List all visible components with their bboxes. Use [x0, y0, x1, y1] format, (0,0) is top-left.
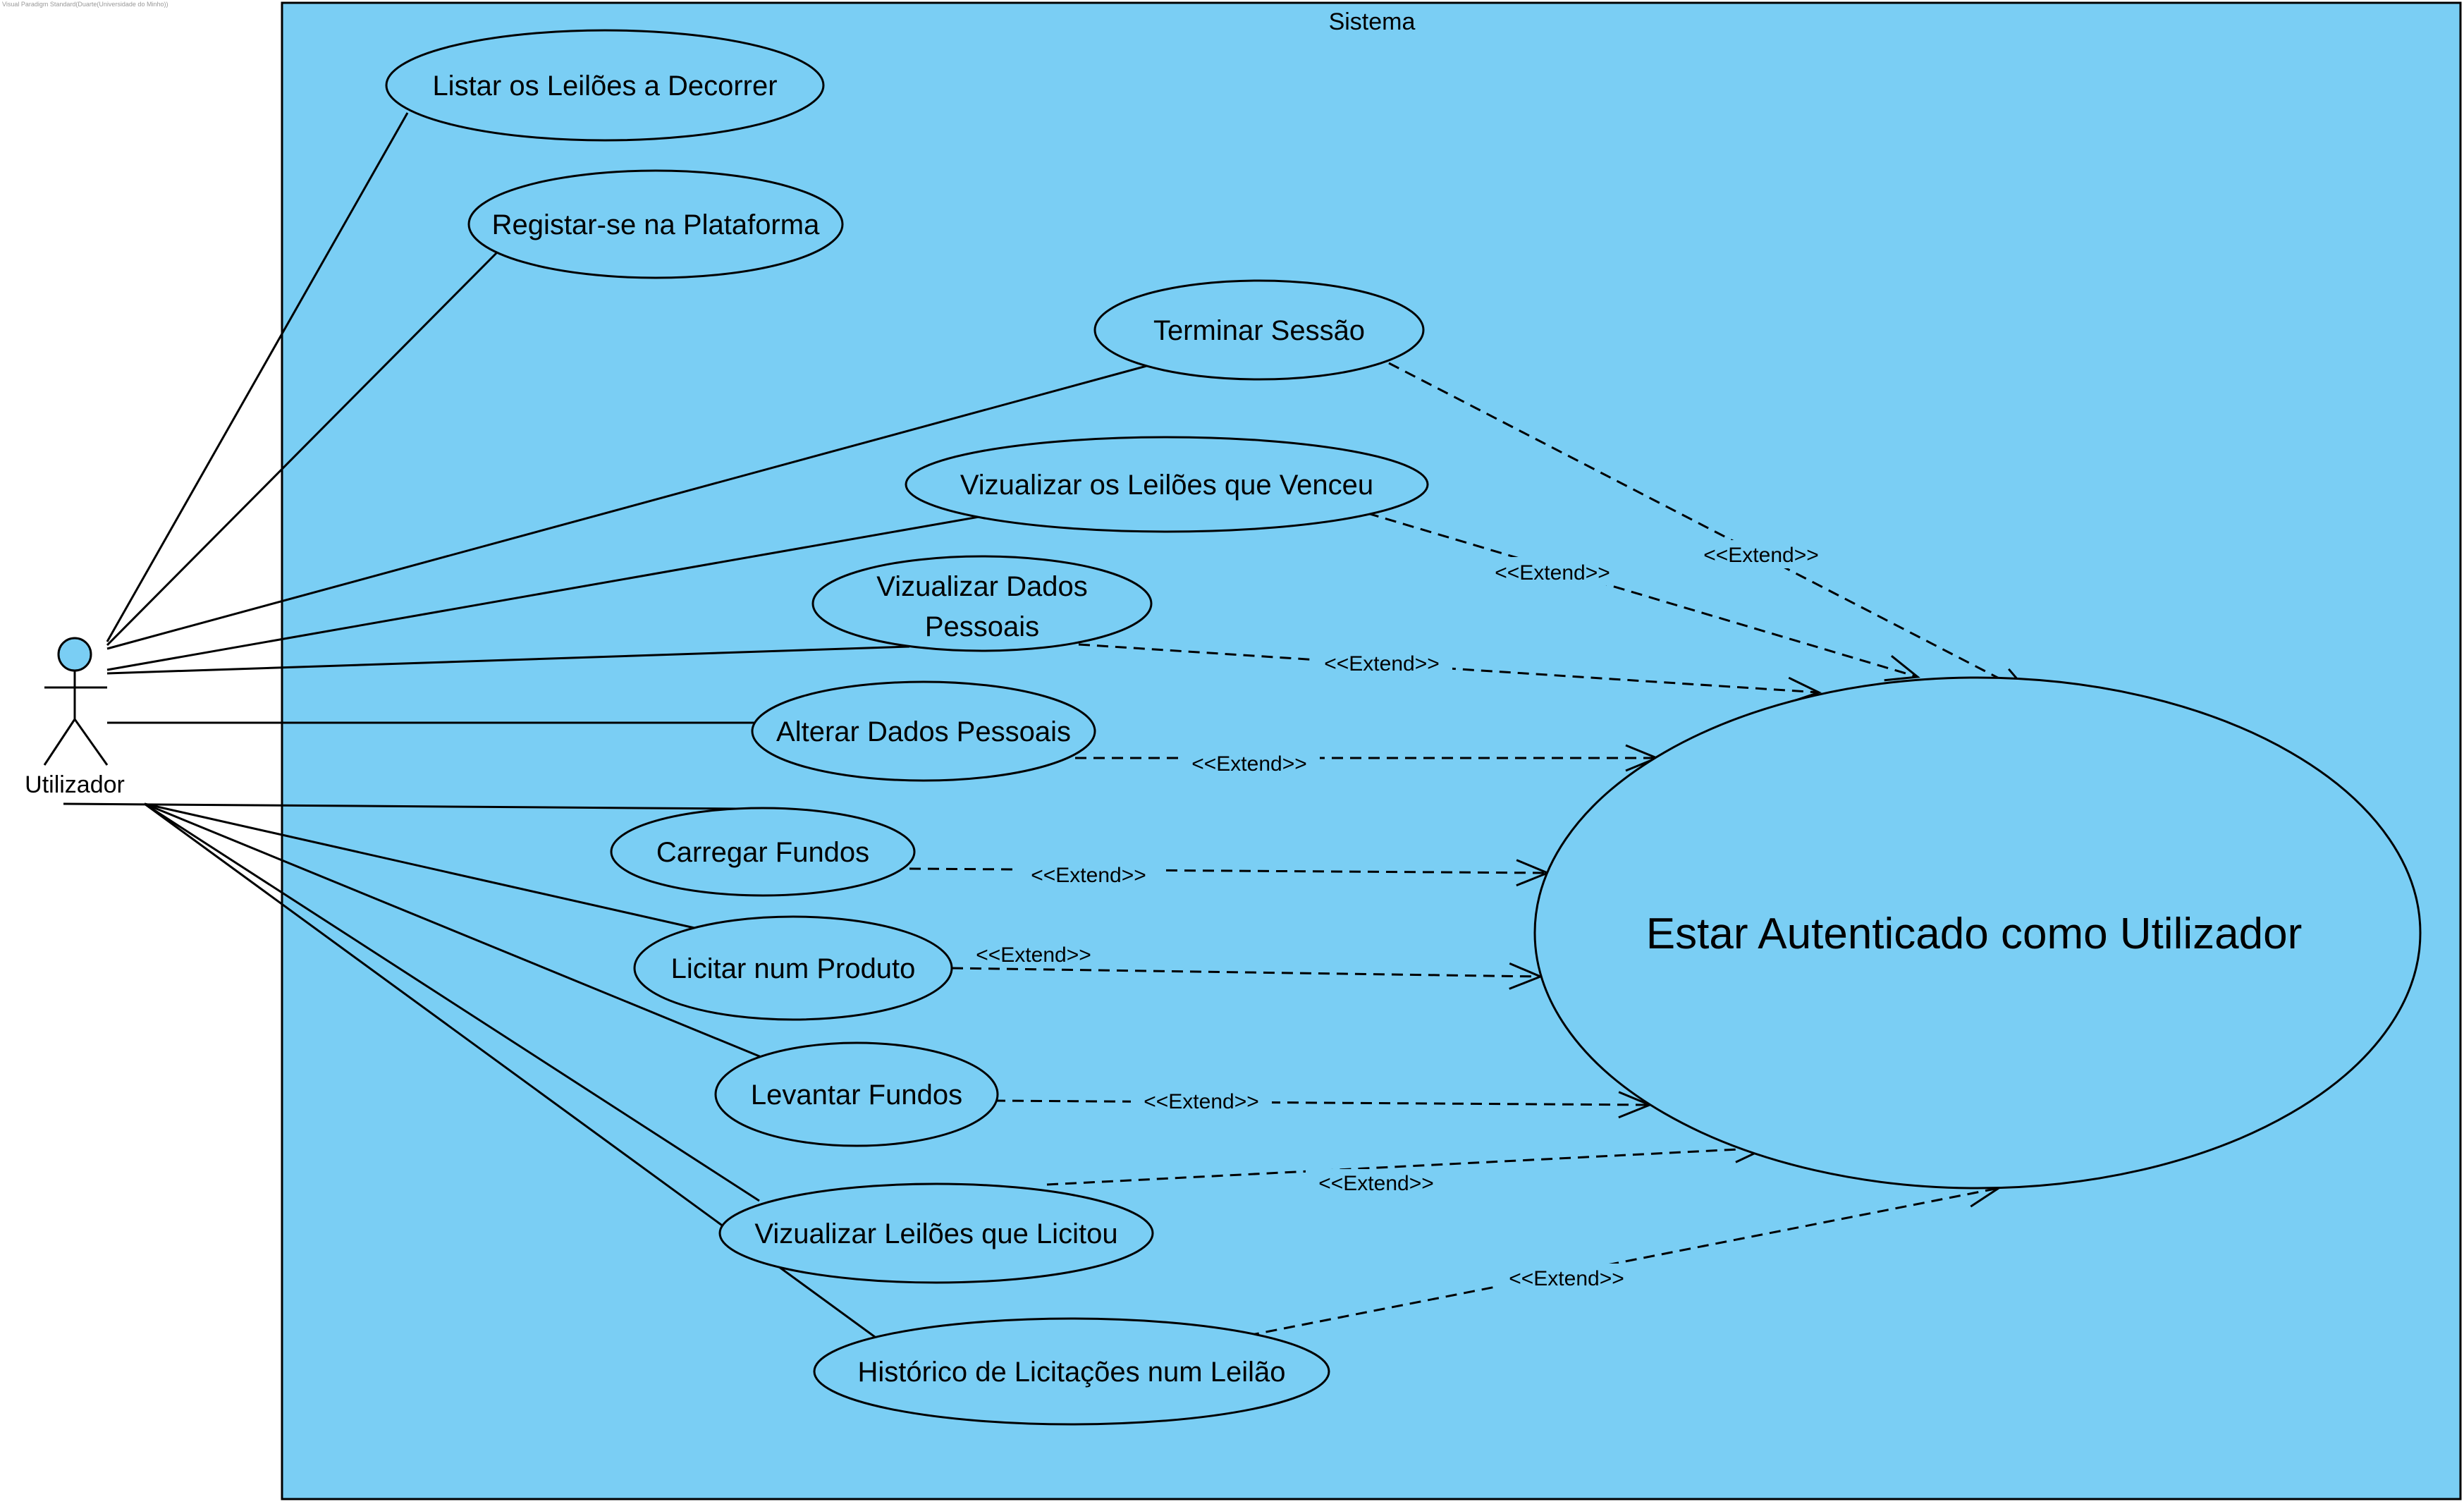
use-case-licitar[interactable]: Licitar num Produto: [633, 915, 953, 1021]
assoc-levantar: [144, 802, 764, 1059]
use-case-vencidos[interactable]: Vizualizar os Leilões que Venceu: [905, 436, 1429, 533]
extend-label-licitar: <<Extend>>: [976, 943, 1091, 967]
use-cases: Listar os Leilões a Decorrer Registar-se…: [385, 29, 2422, 1426]
use-case-terminar[interactable]: Terminar Sessão: [1093, 279, 1425, 381]
use-case-label: Licitar num Produto: [671, 953, 916, 984]
actor-name: Utilizador: [25, 771, 125, 798]
use-case-shape: [610, 807, 916, 897]
assoc-terminar: [106, 364, 1150, 650]
use-case-label: Estar Autenticado como Utilizador: [1646, 910, 2302, 958]
use-case-shape: [751, 680, 1096, 782]
assoc-licitar: [144, 802, 695, 929]
assoc-listar: [106, 112, 409, 642]
use-case-shape: [714, 1041, 999, 1147]
use-case-label: Vizualizar Leilões que Licitou: [754, 1218, 1117, 1249]
use-case-historico[interactable]: Histórico de Licitações num Leilão: [813, 1317, 1330, 1426]
assoc-licitou: [144, 802, 760, 1202]
extend-label-bg: [1496, 1264, 1637, 1292]
use-case-shape: [718, 1182, 1154, 1284]
use-case-alterar[interactable]: Alterar Dados Pessoais: [751, 680, 1096, 782]
extend-label-terminar: <<Extend>>: [1703, 544, 1818, 567]
use-case-label: Vizualizar os Leilões que Venceu: [960, 470, 1373, 501]
use-case-label: Alterar Dados Pessoais: [776, 716, 1071, 747]
watermark-text: Visual Paradigm Standard(Duarte(Universi…: [2, 1, 168, 8]
extend-label-bg: [1482, 557, 1623, 585]
use-case-label: Levantar Fundos: [751, 1080, 962, 1111]
use-case-autenticado[interactable]: Estar Autenticado como Utilizador: [1533, 676, 2422, 1190]
use-case-label: Registar-se na Plataforma: [492, 209, 820, 240]
use-case-levantar[interactable]: Levantar Fundos: [714, 1041, 999, 1147]
assoc-carregar: [63, 802, 741, 810]
use-case-shape: [385, 29, 825, 142]
use-case-shape: [905, 436, 1429, 533]
use-case-shape: [1093, 279, 1425, 381]
assoc-dados: [106, 645, 910, 675]
extend-label-dados: <<Extend>>: [1324, 652, 1439, 675]
use-case-shape: [813, 1317, 1330, 1426]
extend-label-bg: [1311, 649, 1452, 677]
use-case-licitou[interactable]: Vizualizar Leilões que Licitou: [718, 1182, 1154, 1284]
use-case-label: Listar os Leilões a Decorrer: [432, 71, 777, 102]
extend-label-bg: [1131, 1087, 1272, 1115]
extend-label-bg: [1691, 540, 1832, 568]
use-case-label: Histórico de Licitações num Leilão: [858, 1357, 1286, 1388]
use-case-listar[interactable]: Listar os Leilões a Decorrer: [385, 29, 825, 142]
use-case-dados[interactable]: Vizualizar Dados Pessoais: [811, 555, 1153, 652]
system-title: Sistema: [1329, 8, 1416, 35]
use-case-shape: [811, 555, 1153, 652]
use-case-registar[interactable]: Registar-se na Plataforma: [467, 169, 844, 279]
extend-vencidos: [1367, 512, 1920, 682]
actor-head: [57, 637, 92, 672]
extend-label-bg: [1179, 749, 1320, 777]
assoc-registar: [106, 251, 498, 647]
assoc-vencidos: [106, 514, 988, 671]
use-case-carregar[interactable]: Carregar Fundos: [610, 807, 916, 897]
use-case-shape: [633, 915, 953, 1021]
extend-label-bg: [1306, 1169, 1447, 1197]
extend-label-levantar: <<Extend>>: [1144, 1090, 1258, 1113]
actor-left-leg: [43, 719, 76, 766]
extend-labels: <<Extend>> <<Extend>> <<Extend>> <<Exten…: [976, 540, 1832, 1292]
extend-terminar: [1388, 362, 2033, 696]
actor-utilizador[interactable]: Utilizador: [25, 637, 125, 798]
extend-label-vencidos: <<Extend>>: [1495, 561, 1610, 585]
extend-label-carregar: <<Extend>>: [1031, 864, 1146, 887]
use-case-shape: [467, 169, 844, 279]
extend-label-historico: <<Extend>>: [1509, 1267, 1624, 1290]
use-case-shape: [1533, 676, 2422, 1190]
extend-licitar: [951, 962, 1543, 990]
use-case-label: Carregar Fundos: [656, 837, 869, 868]
associations: [63, 112, 1150, 1352]
extend-label-bg: [1018, 860, 1159, 888]
extend-label-licitou: <<Extend>>: [1318, 1172, 1433, 1195]
use-case-label-line2: Pessoais: [925, 611, 1039, 642]
use-case-label-line1: Vizualizar Dados: [876, 571, 1087, 602]
extend-licitou: [1046, 1135, 1769, 1186]
extend-carregar: [909, 859, 1550, 887]
extend-label-alterar: <<Extend>>: [1191, 752, 1306, 776]
actor-right-leg: [73, 719, 109, 766]
use-case-label: Terminar Sessão: [1153, 315, 1365, 346]
